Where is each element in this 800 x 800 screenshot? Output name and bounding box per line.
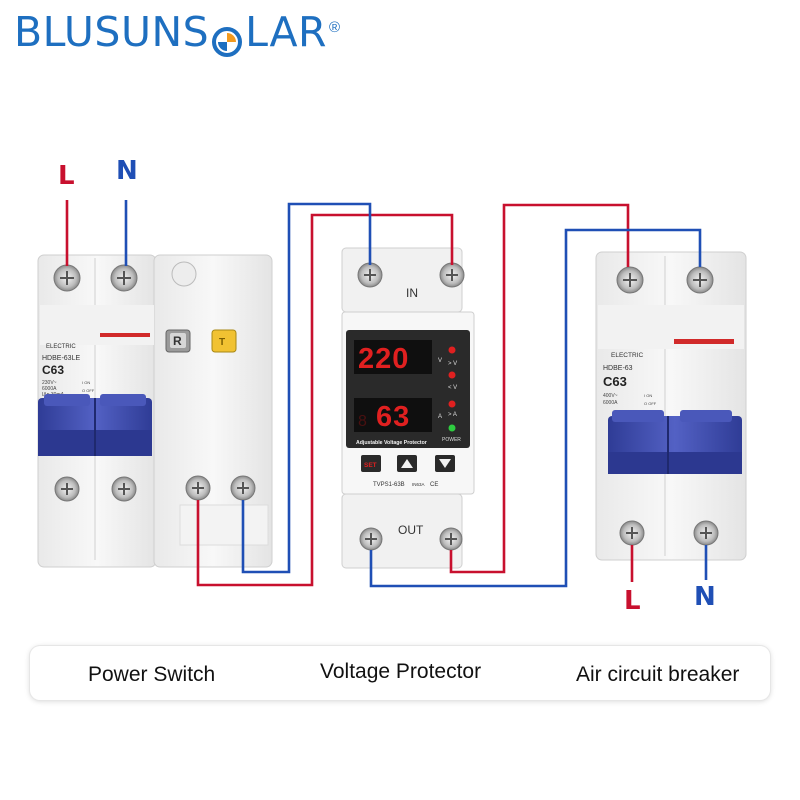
- protector-out-right-screw-icon: [439, 527, 463, 551]
- air-breaker-caption: Air circuit breaker: [576, 663, 740, 686]
- power-switch-off-mark: O OFF: [82, 388, 95, 393]
- protector-in-right-screw-icon: [439, 262, 465, 288]
- brand-logo: BLUSUNS LAR ®: [14, 8, 341, 57]
- ce-mark: CE: [430, 482, 438, 488]
- power-switch-device: ELECTRIC HDBE-63LE C63 230V~ 6000A IΔn 3…: [37, 254, 273, 568]
- protector-out-label: OUT: [398, 523, 424, 537]
- protector-to-breaker-neutral-wire: [369, 228, 702, 588]
- brand-name-end: LAR: [245, 8, 327, 56]
- set-button-label: SET: [364, 462, 377, 469]
- current-unit: A: [438, 414, 442, 420]
- over-voltage-label: > V: [448, 361, 457, 367]
- power-switch-bottom-right-screw-icon: [111, 476, 137, 502]
- power-led: [448, 424, 456, 432]
- power-switch-handle: [38, 394, 152, 456]
- voltage-protector-caption: Voltage Protector: [320, 660, 482, 683]
- supply-neutral-label: N: [116, 156, 138, 186]
- t-button-label: T: [219, 337, 225, 348]
- power-switch-model: HDBE-63LE: [42, 355, 80, 362]
- breaker-off-mark: O OFF: [644, 401, 657, 406]
- product-label: Adjustable Voltage Protector: [356, 440, 427, 446]
- power-switch-top-right-screw-icon: [110, 264, 138, 292]
- protector-model: TVPS1-63B: [373, 482, 405, 488]
- down-button[interactable]: [435, 455, 455, 472]
- under-voltage-label: < V: [448, 385, 457, 391]
- over-voltage-led: [448, 346, 456, 354]
- r-button-label: R: [173, 334, 182, 348]
- breaker-rating: C63: [603, 374, 627, 389]
- breaker-handle: [608, 410, 742, 474]
- caption-bar: Power Switch Voltage Protector Air circu…: [30, 646, 770, 700]
- power-switch-caption: Power Switch: [88, 663, 216, 686]
- breaker-spec-1: 400V~: [603, 393, 618, 399]
- load-live-label: L: [624, 586, 641, 616]
- supply-live-label: L: [58, 161, 75, 191]
- power-switch-brand: ELECTRIC: [46, 344, 76, 350]
- brand-name-start: BLUSUNS: [14, 8, 210, 56]
- load-neutral-label: N: [694, 582, 716, 612]
- power-switch-spec-1: 230V~: [42, 380, 57, 386]
- breaker-bottom-left-screw-icon: [619, 520, 645, 546]
- under-voltage-led: [448, 371, 456, 379]
- protector-in-left-screw-icon: [357, 262, 383, 288]
- switch-to-protector-live-wire: [196, 213, 454, 587]
- voltage-unit: V: [438, 358, 442, 364]
- current-reading: 63: [376, 401, 410, 433]
- rcd-out-left-screw-icon: [185, 475, 211, 501]
- power-switch-rating: C63: [42, 363, 64, 377]
- breaker-model: HDBE-63: [603, 365, 633, 372]
- up-button[interactable]: [397, 455, 417, 472]
- registered-mark: ®: [329, 19, 341, 36]
- up-arrow-icon: [401, 459, 413, 468]
- t-test-button: T: [211, 329, 237, 353]
- protector-in-label: IN: [406, 286, 418, 300]
- protector-model-rating: IN63A: [412, 482, 425, 487]
- wires: [65, 200, 708, 588]
- breaker-on-mark: I ON: [644, 393, 652, 398]
- power-switch-spec-2: 6000A: [42, 386, 57, 392]
- switch-to-protector-neutral-wire: [241, 202, 372, 574]
- breaker-brand: ELECTRIC: [611, 352, 643, 359]
- breaker-spec-2: 6000A: [603, 400, 618, 406]
- over-current-led: [448, 400, 456, 408]
- air-circuit-breaker-device: ELECTRIC HDBE-63 C63 400V~ 6000A I ON O …: [595, 251, 747, 561]
- over-current-label: > A: [448, 412, 457, 418]
- power-switch-on-mark: I ON: [82, 380, 90, 385]
- power-label: POWER: [442, 437, 461, 443]
- breaker-top-left-screw-icon: [616, 266, 644, 294]
- r-reset-button: R: [165, 329, 191, 353]
- breaker-bottom-right-screw-icon: [693, 520, 719, 546]
- sun-logo-icon: [212, 27, 243, 57]
- protector-to-breaker-live-wire: [449, 203, 630, 574]
- set-button[interactable]: SET: [361, 455, 381, 472]
- down-arrow-icon: [439, 459, 451, 468]
- svg-text:8: 8: [358, 413, 367, 430]
- breaker-top-right-screw-icon: [686, 266, 714, 294]
- protector-out-left-screw-icon: [359, 527, 383, 551]
- power-switch-top-left-screw-icon: [53, 264, 81, 292]
- power-switch-bottom-left-screw-icon: [54, 476, 80, 502]
- voltage-protector-device: IN 220 8 63 V A > V < V > A POWER Adjust…: [341, 247, 475, 569]
- voltage-reading: 220: [358, 343, 409, 375]
- rcd-out-right-screw-icon: [230, 475, 256, 501]
